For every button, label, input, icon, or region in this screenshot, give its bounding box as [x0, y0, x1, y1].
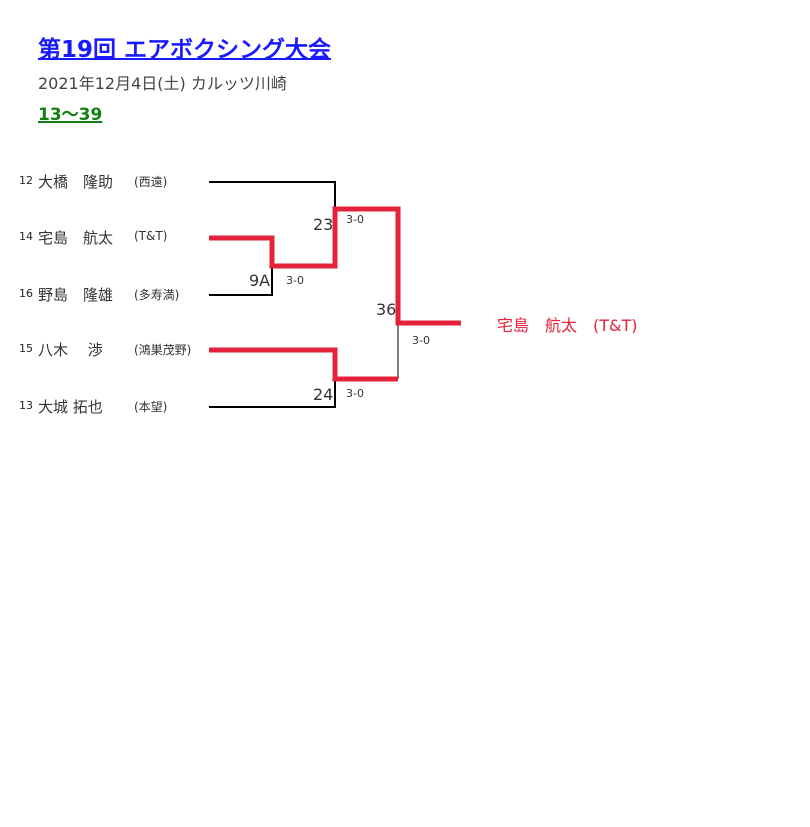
player-seed: 12 [19, 174, 33, 187]
match-number: 24 [313, 385, 334, 404]
player-seed: 14 [19, 230, 33, 243]
event-date-venue: 2021年12月4日(土) カルッツ川崎 [38, 74, 287, 93]
match-number: 9A [249, 271, 271, 290]
player-team: (本望) [134, 400, 168, 414]
winner-path-24 [209, 347, 398, 382]
player-seed: 16 [19, 287, 33, 300]
match-number: 36 [376, 300, 397, 319]
line-p3 [209, 266, 273, 296]
player-team: (T&T) [134, 229, 168, 243]
match-score: 3-0 [346, 213, 364, 226]
player-seed: 13 [19, 399, 33, 412]
match-score: 3-0 [346, 387, 364, 400]
bracket-range-link[interactable]: 13〜39 [38, 105, 103, 125]
champion: 宅島 航太 (T&T) [497, 316, 638, 335]
winner-path [209, 206, 461, 326]
line-p5 [209, 379, 336, 408]
player-name: 宅島 航太 [38, 229, 114, 247]
player-team: (西遠) [134, 175, 168, 189]
match-score: 3-0 [286, 274, 304, 287]
player-name: 野島 隆雄 [38, 286, 114, 304]
player-team: (多寿満) [134, 288, 180, 302]
player-seed: 15 [19, 342, 33, 355]
line-p1 [209, 181, 336, 209]
match-score: 3-0 [412, 334, 430, 347]
player-name: 八木 渉 [38, 341, 103, 359]
player-name: 大橋 隆助 [38, 173, 114, 191]
player-team: (鴻巣茂野) [134, 343, 192, 357]
match-number: 23 [313, 215, 334, 234]
page-title[interactable]: 第19回 エアボクシング大会 [38, 37, 332, 63]
player-name: 大城 拓也 [38, 398, 103, 416]
